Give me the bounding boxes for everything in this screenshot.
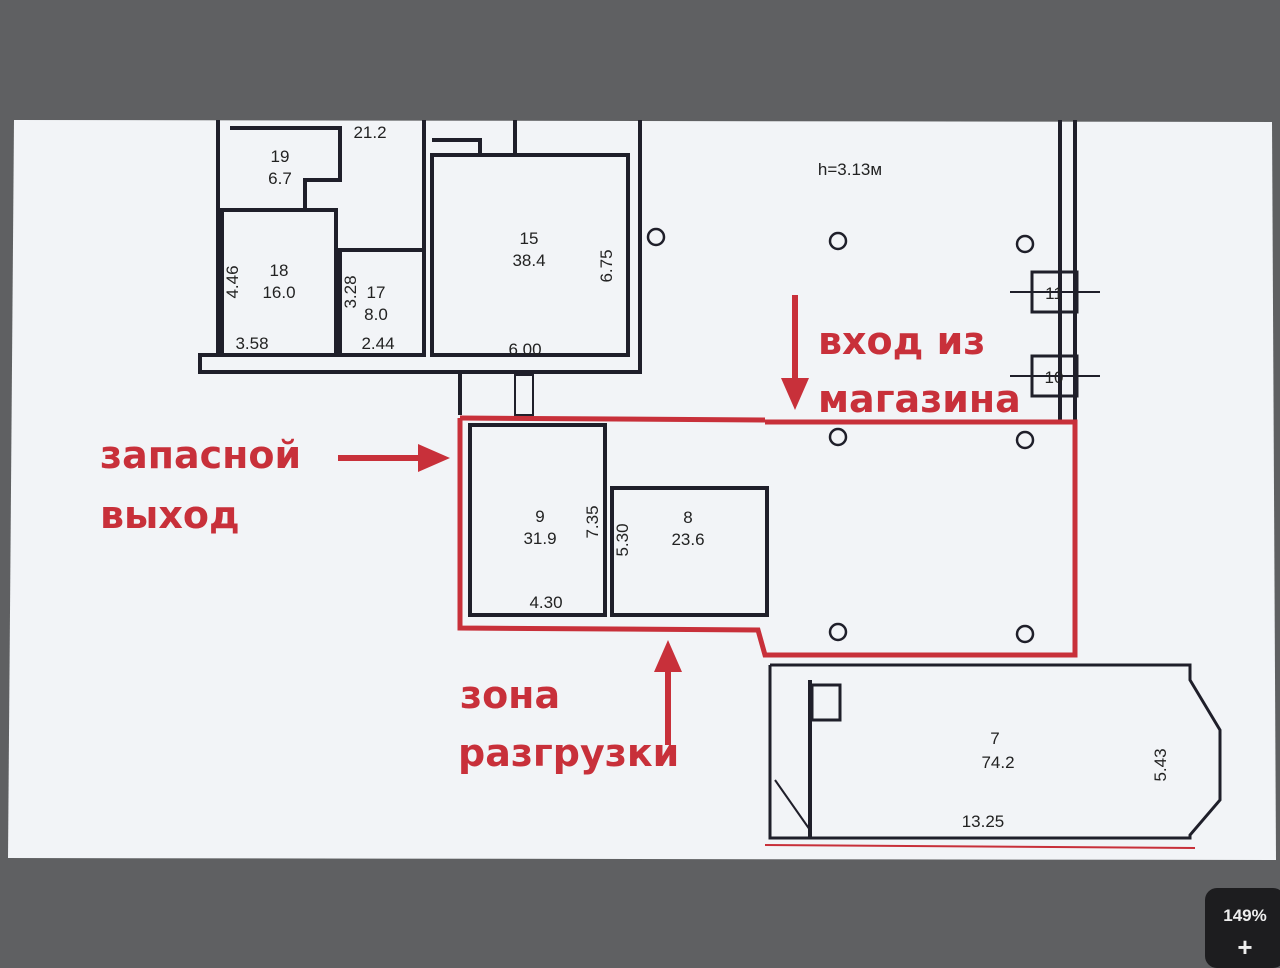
dimension: 7.35 <box>583 505 602 538</box>
dimension: 3.58 <box>235 334 268 353</box>
entrance-label: вход из <box>818 319 985 363</box>
room-number: 8 <box>683 508 692 527</box>
annotations: вход из магазина запасной выход зона раз… <box>100 319 1021 775</box>
room-number: 19 <box>271 147 290 166</box>
room-area: 23.6 <box>671 530 704 549</box>
zoom-level: 149% <box>1223 906 1267 925</box>
lower-red-line <box>764 844 1196 849</box>
columns <box>646 227 1035 644</box>
dimension: 13.25 <box>962 812 1005 831</box>
dimension: 5.30 <box>613 523 632 556</box>
room-number: 9 <box>535 507 544 526</box>
zoom-in-button[interactable]: + <box>1237 932 1253 962</box>
room-area: 21.2 <box>353 123 386 142</box>
dimension: 4.30 <box>529 593 562 612</box>
room-number: 11 <box>1045 284 1063 303</box>
ceiling-height: h=3.13м <box>818 160 882 179</box>
unloading-zone-label: зона <box>460 673 560 717</box>
emergency-exit-label: запасной <box>100 433 301 477</box>
room-area: 8.0 <box>364 305 388 324</box>
arrows <box>338 295 809 745</box>
entrance-label: магазина <box>818 377 1021 421</box>
room-number: 10 <box>1045 368 1064 387</box>
zoom-indicator[interactable]: 149% + <box>1205 888 1280 968</box>
room-area: 38.4 <box>512 251 545 270</box>
room-area: 16.0 <box>262 283 295 302</box>
room-area: 6.7 <box>268 169 292 188</box>
room-area: 31.9 <box>523 529 556 548</box>
room-number: 7 <box>990 729 999 748</box>
dimension: 5.43 <box>1151 748 1170 781</box>
premises-outline <box>459 415 766 423</box>
walls <box>198 120 1222 840</box>
room-number: 15 <box>520 229 539 248</box>
room-area: 74.2 <box>981 753 1014 772</box>
premises-outline-main <box>457 418 1078 658</box>
room-labels: h=3.13м 19 6.7 21.2 18 16.0 17 8.0 15 38… <box>223 123 1170 831</box>
dimension: 6.75 <box>597 249 616 282</box>
room-number: 17 <box>367 283 386 302</box>
emergency-exit-label: выход <box>100 493 240 537</box>
dimension: 2.44 <box>361 334 394 353</box>
unloading-zone-label: разгрузки <box>458 731 679 775</box>
dimension: 4.46 <box>223 265 242 298</box>
room-number: 18 <box>270 261 289 280</box>
dimension: 3.28 <box>341 275 360 308</box>
dimension: 6.00 <box>508 340 541 359</box>
